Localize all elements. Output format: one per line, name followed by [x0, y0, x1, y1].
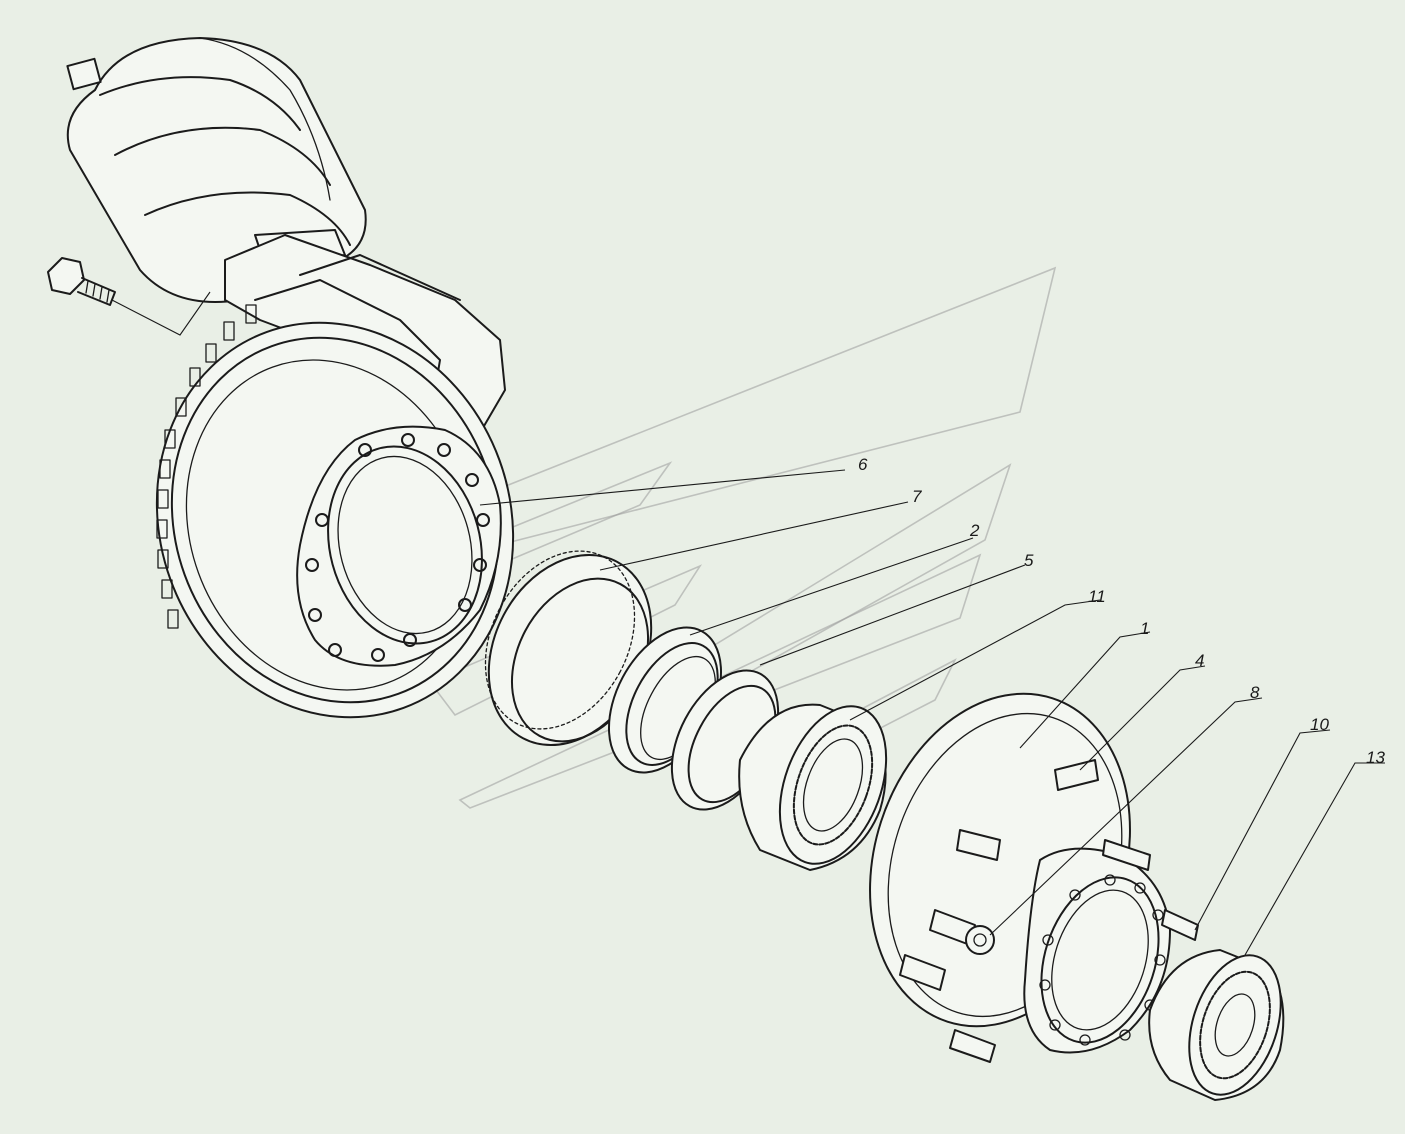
leader-1: [1019, 631, 1151, 749]
leader-2: [689, 537, 974, 636]
callout-10: 10: [1310, 715, 1329, 734]
callout-11: 11: [1088, 587, 1106, 606]
tone-ring: [484, 550, 653, 747]
leader-4: [1079, 665, 1206, 771]
callout-5: 5: [1024, 551, 1034, 570]
callout-7: 7: [912, 487, 922, 506]
leader-6: [479, 469, 846, 506]
callout-6: 6: [858, 455, 868, 474]
leader-7: [599, 501, 909, 571]
leader-10: [1194, 729, 1331, 931]
callout-2: 2: [969, 521, 980, 540]
callout-1: 1: [1140, 619, 1149, 638]
leader-lines: [479, 469, 1385, 956]
wheel-hub: [869, 692, 1199, 1063]
callout-labels: 6 7 2 5 11 1 4 8 10 13: [858, 455, 1385, 767]
leader-5: [759, 564, 1026, 666]
outer-bearing: [1148, 949, 1285, 1101]
inner-bearing: [738, 703, 888, 871]
callout-13: 13: [1366, 748, 1385, 767]
brake-disc: [155, 304, 515, 719]
leader-8: [989, 697, 1263, 936]
mounting-bolt: [47, 257, 211, 336]
leader-11: [849, 599, 1101, 721]
brake-chamber: [66, 37, 367, 303]
callout-8: 8: [1250, 683, 1260, 702]
callout-4: 4: [1195, 651, 1204, 670]
leader-13: [1244, 762, 1385, 956]
